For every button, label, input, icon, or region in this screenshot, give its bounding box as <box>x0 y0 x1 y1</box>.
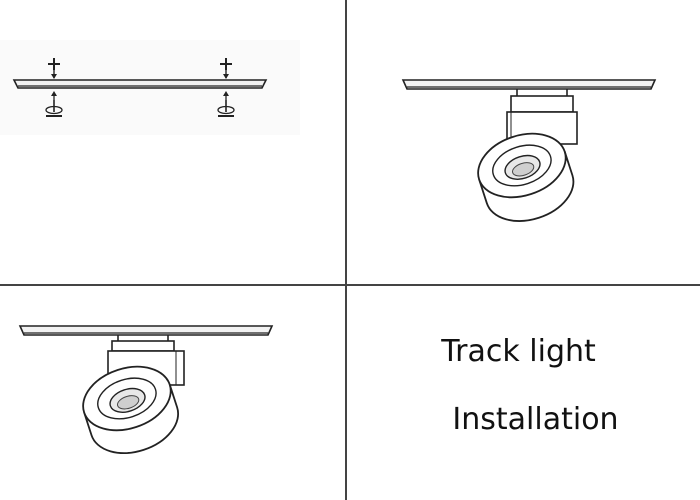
step-adjust-light-panel <box>0 286 346 500</box>
horizontal-divider <box>0 284 700 286</box>
anchor-icon <box>45 91 63 117</box>
track-rail <box>12 79 268 89</box>
vertical-divider <box>345 0 347 500</box>
spotlight-head <box>477 132 575 222</box>
screw-plus-icon <box>48 58 60 79</box>
rail-light-illustration <box>401 79 657 222</box>
screw-plus-icon <box>220 58 232 79</box>
caption-subtitle: Installation <box>452 402 619 437</box>
spotlight-head <box>82 365 179 454</box>
track-rail <box>401 79 657 90</box>
step-attach-light-panel <box>347 0 700 285</box>
step-mount-rail-panel <box>0 0 346 285</box>
rail-screw-illustration <box>0 40 300 135</box>
caption-title: Track light <box>441 334 596 369</box>
anchor-icon <box>217 91 235 117</box>
track-rail <box>18 325 274 336</box>
caption-panel: Track light Installation <box>347 286 700 500</box>
rail-light-illustration <box>18 325 274 454</box>
